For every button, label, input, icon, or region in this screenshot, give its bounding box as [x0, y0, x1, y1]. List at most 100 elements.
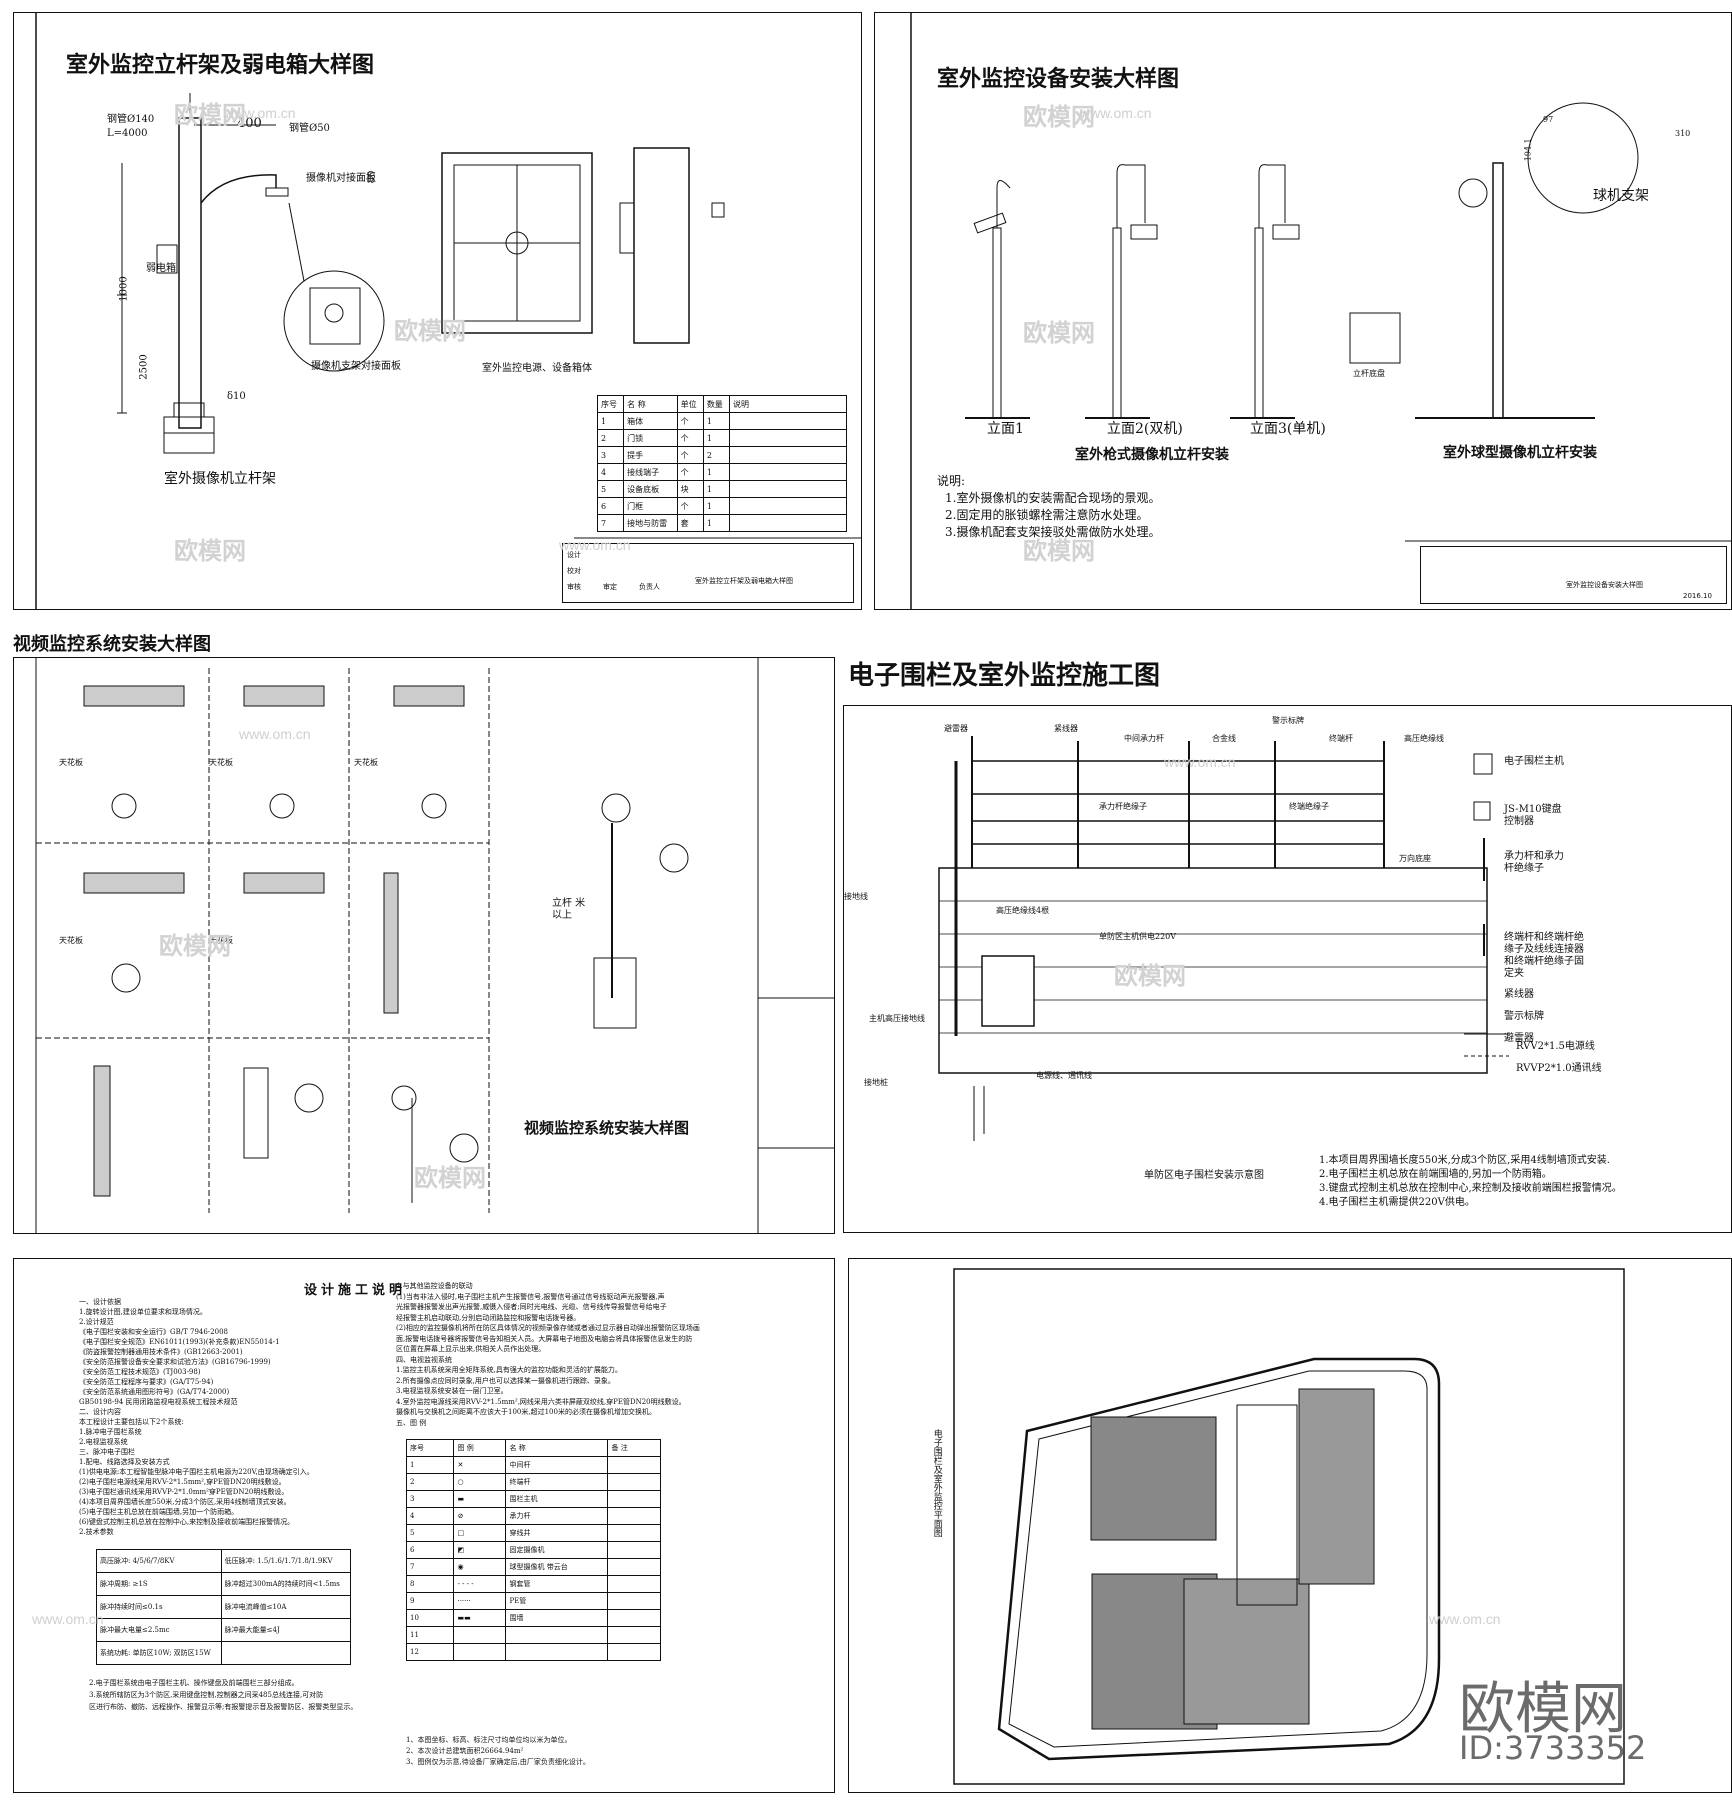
note-line: 1.监控主机系统采用全矩阵系统,具有强大的监控功能和灵活的扩展能力。	[396, 1366, 622, 1374]
cell: 5	[405, 1524, 455, 1542]
legend-item: JS-M10键盘控制器	[1504, 804, 1562, 827]
watermark-site: www.om.cn	[559, 537, 631, 553]
note-line: 4.电子围栏主机需提供220V供电。	[1319, 1197, 1475, 1208]
fence-label-power-comm: 电源线、通讯线	[1036, 1071, 1092, 1080]
table-row: 5□穿线井	[405, 1524, 661, 1542]
table-header: 名 称	[623, 395, 678, 413]
note-line: 经报警主机启动联动,分别启动闭路监控和报警电话拨号器。	[396, 1313, 581, 1322]
table-row: 1✕中间杆	[405, 1456, 661, 1474]
note-line: 2.所有摄像点应同时录象,用户也可以选择某一摄像机进行跟踪、录象。	[396, 1376, 615, 1385]
symbol-circle-slash-icon: ⊘	[453, 1507, 507, 1525]
cell: 1	[596, 412, 625, 430]
table-row: 6◩固定摄像机	[405, 1541, 661, 1559]
cell: 穿线井	[505, 1524, 609, 1542]
ceiling-label: 天花板	[59, 936, 83, 945]
table-row: 9······PE管	[405, 1592, 661, 1610]
ceiling-label: 天花板	[354, 758, 378, 767]
tb-date: 2016.10	[1683, 592, 1712, 600]
note-line: 1.脉冲电子围栏系统	[79, 1428, 142, 1436]
note-line: 面,报警电话拨号器将报警信号告知相关人员。大屏幕电子地图及电脑会将具体报警信息发…	[396, 1334, 693, 1343]
cell: 脉冲超过300mA的持续时间<1.5ms	[220, 1572, 352, 1596]
cell: 终端杆	[505, 1473, 609, 1491]
sheet2-notes: 说明: 1.室外摄像机的安装需配合现场的景观。 2.固定用的胀锁螺栓需注意防水处…	[937, 473, 1160, 541]
symbol-bar-icon: ▬	[453, 1490, 507, 1508]
table-header: 数量	[702, 395, 731, 413]
cell: 门框	[623, 497, 678, 515]
symbol-dome-icon: ◉	[453, 1558, 507, 1576]
sheet2-title: 室外监控设备安装大样图	[937, 66, 1180, 92]
sheet-electric-fence: 避雷器 紧线器 中间承力杆 合金线 警示标牌 终端杆 高压绝缘线 承力杆绝缘子 …	[843, 705, 1732, 1233]
cell: 球型摄像机 带云台	[505, 1558, 609, 1576]
cell	[220, 1641, 352, 1665]
cell	[607, 1626, 661, 1644]
cell: 1	[702, 429, 731, 447]
table-row: 3▬围栏主机	[405, 1490, 661, 1508]
cell: PE管	[505, 1592, 609, 1610]
sheet-cctv-install: 天花板 天花板 天花板 天花板 天花板 立杆 米以上 视频监控系统安装大样图 w…	[13, 657, 835, 1234]
fence-label-alloy: 合金线	[1212, 734, 1236, 743]
cell: 1	[702, 497, 731, 515]
label-detail: 摄像机支架对接面板	[311, 361, 401, 372]
note-line: (4)本项目周界围墙长度550米,分成3个防区,采用4线制墙顶式安装。	[79, 1498, 291, 1506]
cell: 10	[405, 1609, 455, 1627]
sheet-site-plan: 电子围栏及室外监控平面图 欧模网 ID:3733352 www.om.cn	[848, 1258, 1732, 1793]
watermark-cn: 欧模网	[1023, 103, 1095, 131]
cell: 门锁	[623, 429, 678, 447]
note-line: 《安全防范工程技术规范》(TJ003-98)	[79, 1368, 201, 1376]
table-header-row: 序号 图 例 名 称 备 注	[405, 1439, 661, 1457]
label-length: L=4000	[107, 128, 148, 139]
note-line: 二、设计内容	[79, 1408, 121, 1416]
cell: 8	[405, 1575, 455, 1593]
label-weak-box: 弱电箱	[146, 263, 176, 274]
symbol-dashed-line-icon: - - - -	[453, 1575, 507, 1593]
cell: 脉冲最大电量≤2.5mc	[96, 1618, 222, 1642]
cell: 围墙	[505, 1609, 609, 1627]
table-header: 名 称	[505, 1439, 609, 1457]
tb-role: 审定	[603, 583, 617, 591]
fence-label-tighten: 紧线器	[1054, 724, 1078, 733]
sheet1-drawing	[35, 13, 861, 609]
cell	[607, 1473, 661, 1491]
fence-label-pole-insulator: 承力杆绝缘子	[1099, 802, 1147, 811]
table-header: 说明	[729, 395, 847, 413]
cell: 接地与防雷	[623, 514, 678, 532]
cell: 1	[702, 514, 731, 532]
cell: 1	[702, 463, 731, 481]
cell: 脉冲最大能量≤4J	[220, 1618, 352, 1642]
cell: 箱体	[623, 412, 678, 430]
cell: 4	[405, 1507, 455, 1525]
cell: 6	[405, 1541, 455, 1559]
watermark-site: www.om.cn	[239, 726, 311, 742]
sheet3-title: 视频监控系统安装大样图	[13, 634, 211, 655]
cell: 脉冲电流峰值≤10A	[220, 1595, 352, 1619]
cell: 3	[405, 1490, 455, 1508]
symbol-cross-icon: ✕	[453, 1456, 507, 1474]
note-line: 《防盗报警控制器通用技术条件》(GB12663-2001)	[79, 1348, 243, 1356]
sheet-design-notes: 设计施工说明 一、设计依据 1.旋转设计图,建设单位要求和现场情况。 2.设计规…	[13, 1258, 835, 1793]
note-line: 3.电视监视系统安装在一层门卫室。	[396, 1387, 508, 1395]
cell: 围栏主机	[505, 1490, 609, 1508]
cell: 9	[405, 1592, 455, 1610]
note-line: 《安全防范工程程序与要求》(GA/T75-94)	[79, 1378, 214, 1386]
brand-logo-text: 欧模网	[1459, 1677, 1627, 1742]
watermark-cn: 欧模网	[174, 537, 246, 565]
cell: 2	[702, 446, 731, 464]
cell	[729, 446, 847, 464]
brand-id: ID:3733352	[1459, 1729, 1647, 1767]
note-line: (1)供电电源:本工程智能型脉冲电子围栏主机电源为220V,由现场确定引入。	[79, 1468, 314, 1476]
watermark-site: www.om.cn	[1080, 105, 1152, 121]
symbol-circle-icon: ○	[453, 1473, 507, 1491]
table-row: 7◉球型摄像机 带云台	[405, 1558, 661, 1576]
cell	[607, 1490, 661, 1508]
note-line: 4.室外监控电源线采用RVV-2*1.5mm²,网线采用六类非屏蔽双绞线,穿PE…	[396, 1397, 686, 1406]
cell: 设备底板	[623, 480, 678, 498]
elevation-1: 立面1	[987, 421, 1024, 437]
cell	[607, 1456, 661, 1474]
cell: 高压脉冲: 4/5/6/7/8KV	[96, 1549, 222, 1573]
notes-col2: 4.与其他监控设备的联动 (1)当有非法入侵时,电子围栏主机产生报警信号,报警信…	[396, 1281, 700, 1428]
cell	[729, 412, 847, 430]
